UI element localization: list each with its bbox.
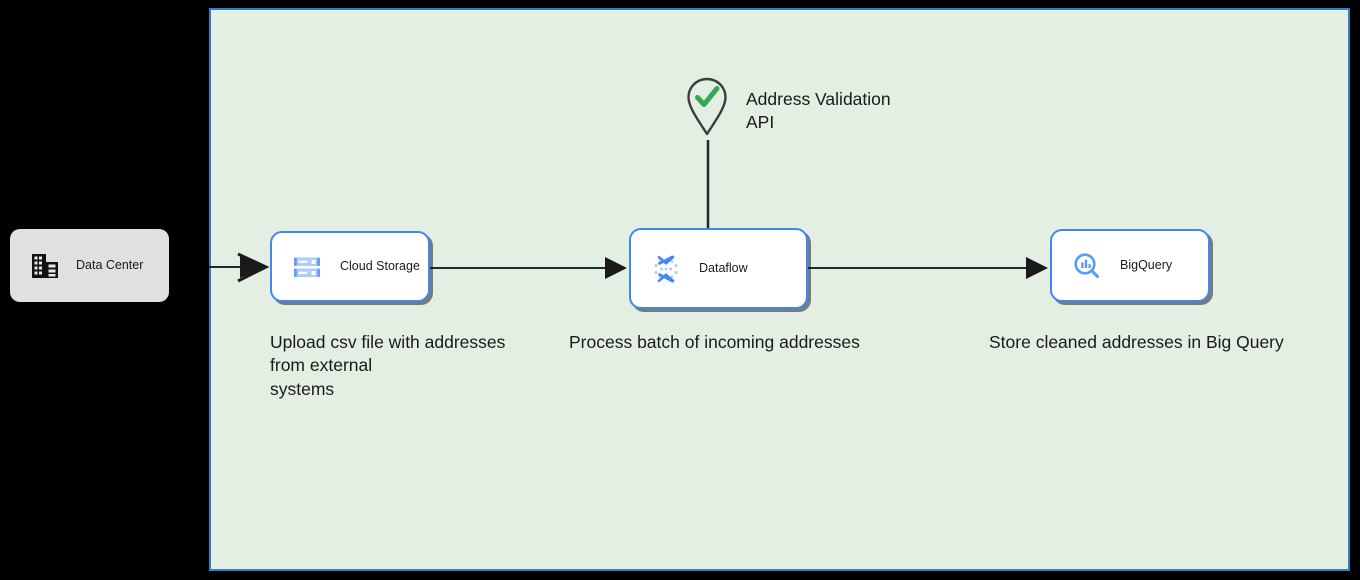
map-pin-check-icon <box>684 76 730 138</box>
bigquery-icon <box>1072 251 1102 281</box>
building-icon <box>30 251 60 281</box>
node-data-center[interactable]: Data Center <box>10 229 169 302</box>
node-label-data-center: Data Center <box>76 258 144 272</box>
caption-process-batch: Process batch of incoming addresses <box>569 332 860 352</box>
node-label-bigquery: BigQuery <box>1120 258 1173 272</box>
caption-upload-csv: Upload csv file with addresses from exte… <box>270 332 506 399</box>
node-label-address-validation-api: Address Validation API <box>746 89 891 133</box>
dataflow-icon <box>651 254 681 284</box>
node-cloud-storage[interactable]: Cloud Storage <box>270 231 430 302</box>
node-bigquery[interactable]: BigQuery <box>1050 229 1210 302</box>
caption-store-cleaned: Store cleaned addresses in Big Query <box>989 332 1284 352</box>
node-label-dataflow: Dataflow <box>699 261 748 275</box>
cloud-storage-icon <box>292 252 322 282</box>
node-address-validation-api[interactable]: Address Validation API <box>684 76 891 138</box>
node-label-cloud-storage: Cloud Storage <box>340 259 420 273</box>
node-dataflow[interactable]: Dataflow <box>629 228 808 309</box>
